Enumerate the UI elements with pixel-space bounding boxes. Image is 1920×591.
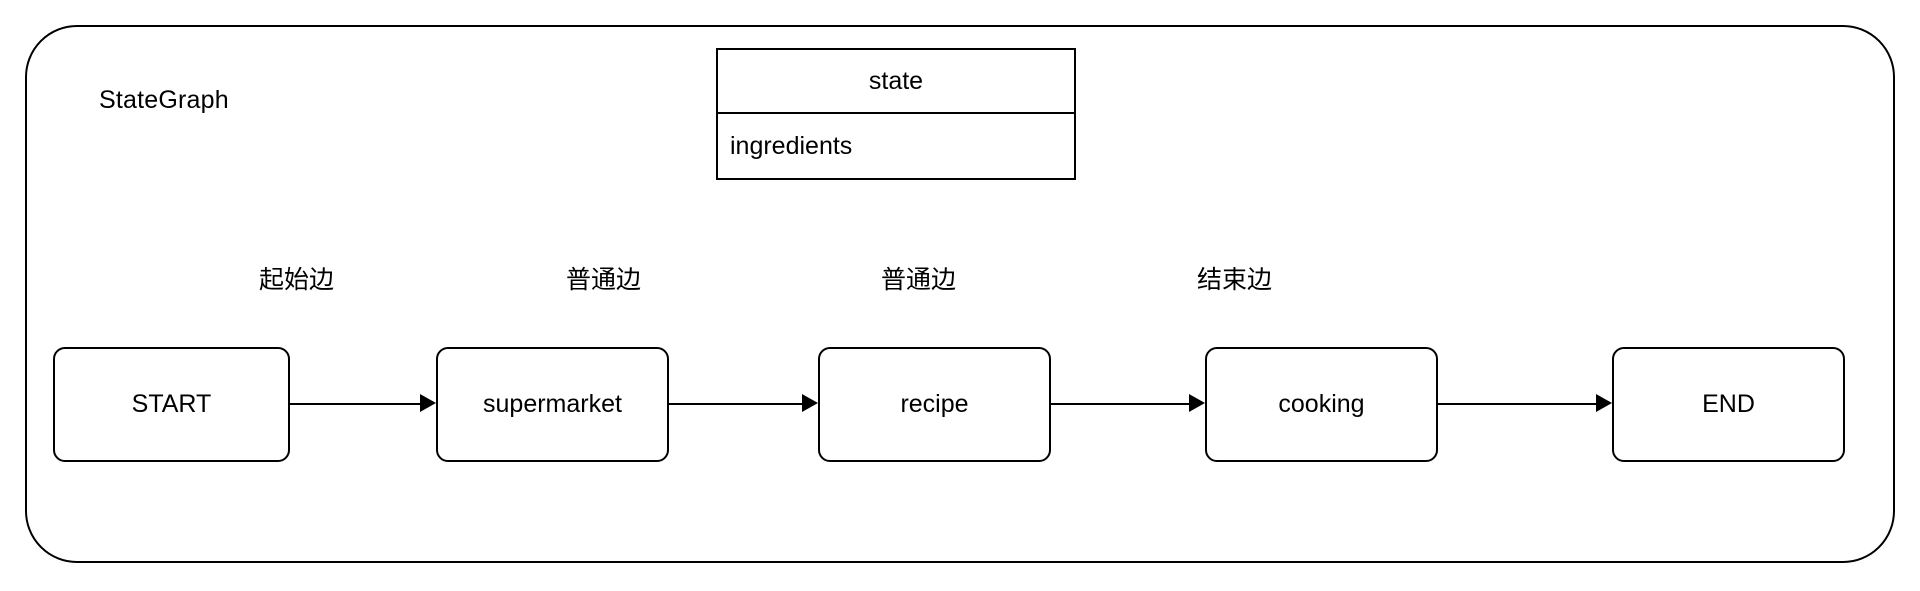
node-supermarket[interactable]: supermarket xyxy=(436,347,669,462)
edge-label-start-to-supermarket: 起始边 xyxy=(256,265,338,295)
stategraph-title: StateGraph xyxy=(99,86,229,114)
node-start[interactable]: START xyxy=(53,347,290,462)
edge-recipe-to-cooking-line xyxy=(1051,403,1189,405)
edge-label-cooking-to-end: 结束边 xyxy=(1194,265,1276,295)
arrowhead-icon xyxy=(420,394,436,412)
edge-label-supermarket-to-recipe: 普通边 xyxy=(563,265,645,295)
edge-supermarket-to-recipe-line xyxy=(669,403,802,405)
state-field-ingredients: ingredients xyxy=(730,131,853,160)
node-recipe[interactable]: recipe xyxy=(818,347,1051,462)
state-definition-table[interactable]: state ingredients xyxy=(716,48,1076,180)
edge-start-to-supermarket-line xyxy=(290,403,420,405)
node-end-label: END xyxy=(1702,390,1755,418)
node-start-label: START xyxy=(131,390,212,418)
edge-label-recipe-to-cooking: 普通边 xyxy=(878,265,960,295)
node-supermarket-label: supermarket xyxy=(483,390,622,418)
node-end[interactable]: END xyxy=(1612,347,1845,462)
arrowhead-icon xyxy=(1596,394,1612,412)
state-table-header: state xyxy=(718,50,1074,114)
edge-cooking-to-end-line xyxy=(1438,403,1596,405)
arrowhead-icon xyxy=(802,394,818,412)
node-recipe-label: recipe xyxy=(900,390,969,418)
node-cooking[interactable]: cooking xyxy=(1205,347,1438,462)
node-cooking-label: cooking xyxy=(1278,390,1365,418)
arrowhead-icon xyxy=(1189,394,1205,412)
